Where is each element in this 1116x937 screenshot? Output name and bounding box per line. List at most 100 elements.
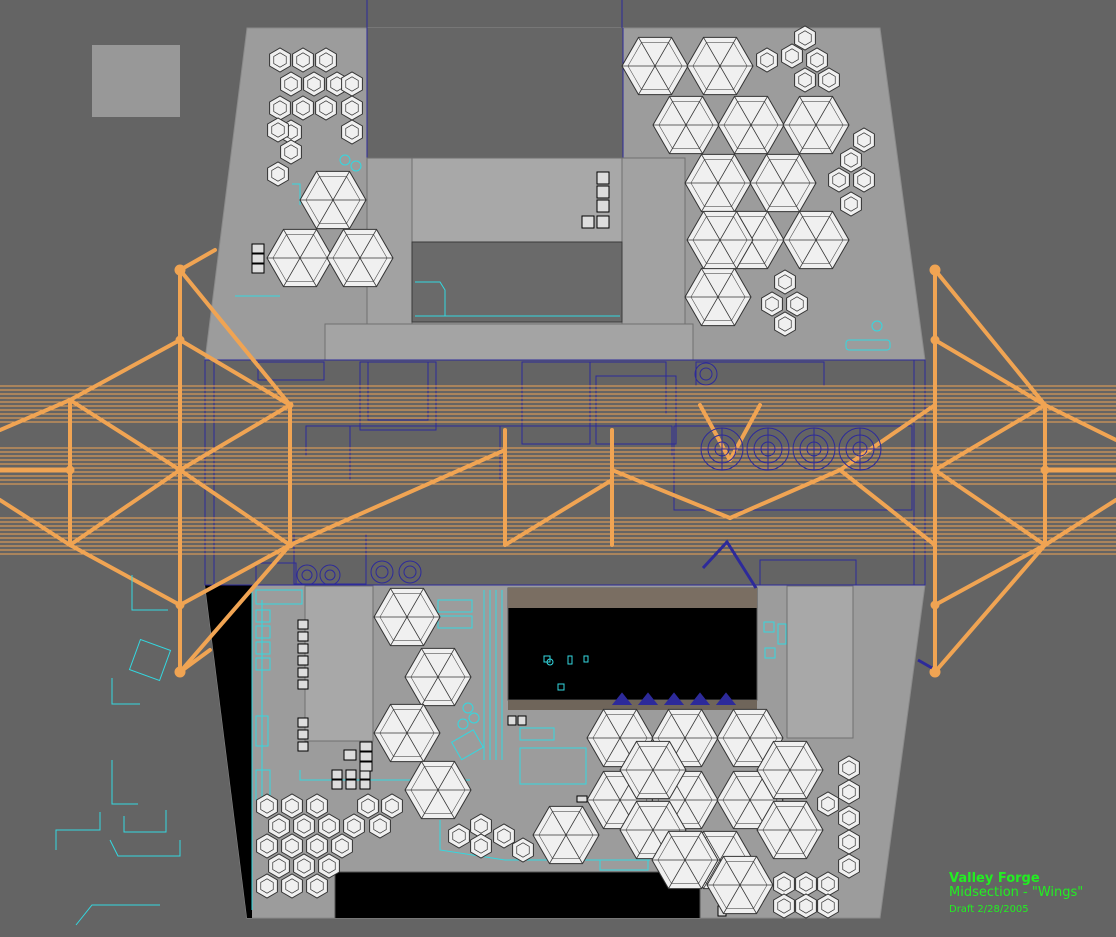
small-hex-cell [357,793,379,819]
blue-strut [701,539,933,670]
diagonal-truss-braces [0,248,1116,674]
triangulated-hex-panel [373,587,441,647]
small-hex-cell [267,117,289,143]
triangulated-hex-panel [782,210,850,270]
small-hex-cell [795,893,817,919]
small-hex-cell [292,47,314,73]
small-hex-cell [343,813,365,839]
small-hex-cell [493,823,515,849]
small-hex-cell [306,873,328,899]
small-hex-cell [331,833,353,859]
small-hex-cell [318,853,340,879]
small-hex-cell [268,853,290,879]
triangulated-hex-panel [532,805,600,865]
small-hex-cell [306,833,328,859]
small-hex-cell [280,139,302,165]
tank-dish [370,560,394,584]
triangulated-hex-panel [651,830,719,890]
small-hex-cell [470,833,492,859]
small-hex-cell [853,167,875,193]
triangulated-hex-panel [619,740,687,800]
small-hex-cell [256,793,278,819]
small-hex-cell [293,853,315,879]
small-hex-cell [817,893,839,919]
small-hex-cell [806,47,828,73]
upper-inner-bay [366,28,624,159]
triangulated-hex-panel [404,760,472,820]
small-hex-cell [756,47,778,73]
reference-swatch [92,45,180,117]
caption-title: Valley Forge [949,871,1040,886]
dish-cluster [296,362,882,586]
small-hex-cell [280,71,302,97]
triangulated-hex-panel [266,228,334,288]
small-hex-cell [315,47,337,73]
triangulated-hex-panel [717,95,785,155]
small-hex-cell [306,793,328,819]
small-hex-cell [840,147,862,173]
caption-date: Draft 2/28/2005 [949,904,1029,915]
small-hex-cell [794,25,816,51]
small-hex-cell [341,119,363,145]
small-hex-cell [781,43,803,69]
small-hex-cell [761,291,783,317]
orange-truss-frame [0,248,1116,678]
small-hex-cell [774,311,796,337]
lower-bottom-bay [334,871,701,918]
tank-dish [296,564,318,586]
small-hex-cell [512,837,534,863]
small-hex-cell [292,95,314,121]
triangulated-hex-panel [299,170,367,230]
small-hex-cell [381,793,403,819]
triangulated-hex-panel [686,36,754,96]
caption-subtitle: Midsection - "Wings" [949,885,1084,900]
tank-dish [746,427,790,471]
truss-joints [65,264,1050,678]
small-hex-cell [774,269,796,295]
small-hex-cell [267,161,289,187]
small-hex-cell [303,71,325,97]
hangar-lip-teeth [611,692,737,705]
small-hex-cell [838,853,860,879]
small-hex-cell [281,833,303,859]
floating-cyan-traces [55,575,181,926]
small-hex-cell [448,823,470,849]
triangulated-hex-panel [756,800,824,860]
tank-dish [694,362,718,386]
small-hex-cell [817,791,839,817]
small-hex-cell [773,871,795,897]
small-hex-cell [838,779,860,805]
small-hex-cell [828,167,850,193]
upper-vent-columns [251,171,610,274]
triangulated-hex-panel [706,855,774,915]
small-hex-cell [840,191,862,217]
small-hex-cell [773,893,795,919]
small-hex-cell [256,833,278,859]
small-hex-cell [256,873,278,899]
small-hex-cell [315,95,337,121]
lower-vent-columns [297,619,727,917]
tank-dish [398,560,422,584]
tank-dish [319,564,341,586]
hex-panel-layer [256,25,875,919]
triangulated-hex-panel [621,36,689,96]
small-hex-cell [268,813,290,839]
triangulated-hex-panel [756,740,824,800]
tank-dish [838,427,882,471]
small-hex-cell [269,47,291,73]
small-hex-cell [281,793,303,819]
tank-dish [700,427,744,471]
upper-recess [411,241,623,323]
triangulated-hex-panel [686,210,754,270]
small-hex-cell [794,67,816,93]
small-hex-cell [293,813,315,839]
triangulated-hex-panel [326,228,394,288]
triangulated-hex-panel [404,647,472,707]
horizontal-truss-beams [0,385,1116,555]
drawing-caption: Valley Forge Midsection - "Wings" Draft … [949,872,1083,915]
small-hex-cell [281,873,303,899]
tank-dish [792,427,836,471]
small-hex-cell [341,95,363,121]
small-hex-cell [369,813,391,839]
